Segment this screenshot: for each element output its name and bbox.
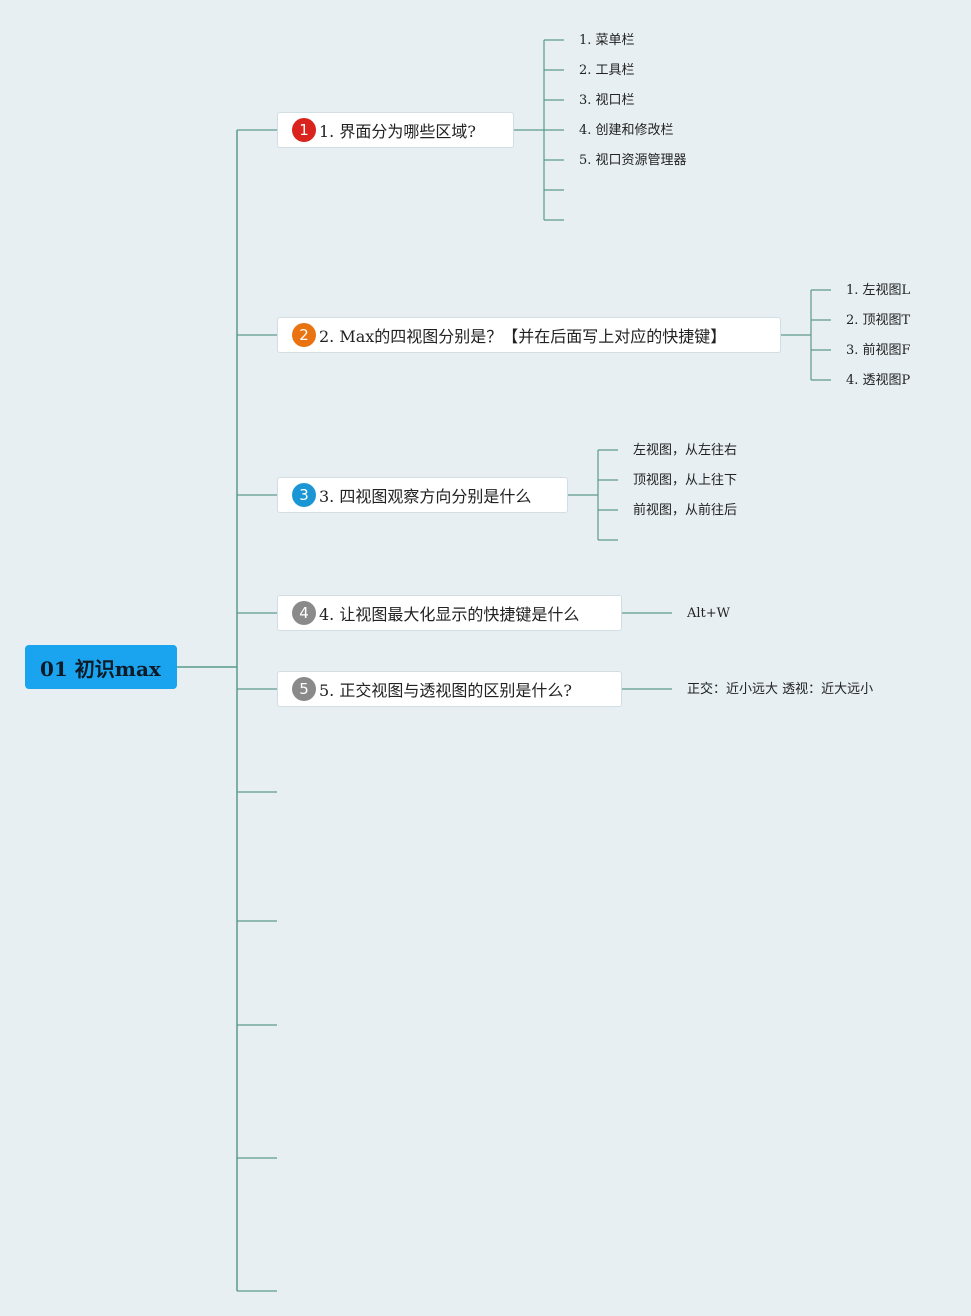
subtopic-2-1[interactable]: 1. 左视图L: [846, 283, 911, 298]
subtopic-2-2[interactable]: 2. 顶视图T: [846, 313, 911, 328]
number-5-badge-icon: 5: [292, 677, 316, 701]
subtopic-1-5[interactable]: 5. 视口资源管理器: [579, 153, 687, 168]
topic-5-label: 5. 正交视图与透视图的区别是什么?: [319, 681, 572, 700]
topic-2[interactable]: 2 2. Max的四视图分别是？【并在后面写上对应的快捷键】: [277, 317, 781, 353]
subtopic-1-1[interactable]: 1. 菜单栏: [579, 33, 635, 48]
subtopic-1-2[interactable]: 2. 工具栏: [579, 63, 635, 78]
number-3-badge-icon: 3: [292, 483, 316, 507]
topic-3[interactable]: 3 3. 四视图观察方向分别是什么: [277, 477, 568, 513]
subtopic-1-4[interactable]: 4. 创建和修改栏: [579, 123, 674, 138]
subtopic-2-4[interactable]: 4. 透视图P: [846, 373, 911, 388]
topic-4-label: 4. 让视图最大化显示的快捷键是什么: [319, 605, 580, 624]
topic-5[interactable]: 5 5. 正交视图与透视图的区别是什么?: [277, 671, 622, 707]
subtopic-3-3[interactable]: 前视图，从前往后: [633, 503, 738, 518]
number-4-badge-icon: 4: [292, 601, 316, 625]
topic-4[interactable]: 4 4. 让视图最大化显示的快捷键是什么: [277, 595, 622, 631]
subtopic-1-3[interactable]: 3. 视口栏: [579, 93, 635, 108]
subtopic-3-2[interactable]: 顶视图，从上往下: [633, 473, 738, 488]
subtopic-5-1[interactable]: 正交：近小远大 透视：近大远小: [687, 682, 874, 697]
topic-3-label: 3. 四视图观察方向分别是什么: [319, 487, 532, 506]
number-2-badge-icon: 2: [292, 323, 316, 347]
number-1-badge-icon: 1: [292, 118, 316, 142]
subtopic-3-1[interactable]: 左视图，从左往右: [633, 443, 738, 458]
subtopic-2-3[interactable]: 3. 前视图F: [846, 343, 911, 358]
topic-2-label: 2. Max的四视图分别是？【并在后面写上对应的快捷键】: [319, 327, 727, 346]
root-topic-label: 01 初识max: [40, 656, 161, 681]
subtopic-4-1[interactable]: Alt+W: [687, 606, 731, 621]
topic-1-label: 1. 界面分为哪些区域?: [319, 122, 476, 141]
root-topic[interactable]: 01 初识max: [25, 645, 177, 689]
topic-1[interactable]: 1 1. 界面分为哪些区域?: [277, 112, 514, 148]
